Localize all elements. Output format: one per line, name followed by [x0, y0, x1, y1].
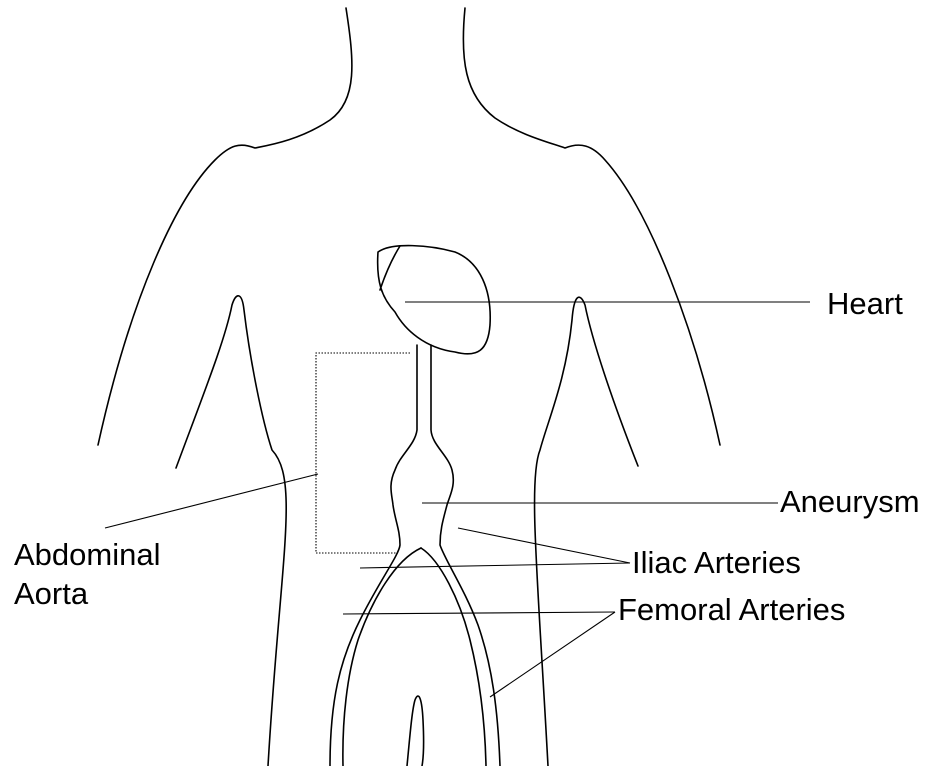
torso-inner-left-upper [176, 296, 286, 766]
iliac-right-inner [421, 548, 486, 766]
heart-inner-line [380, 246, 400, 290]
abdominal-aorta-label-line2: Aorta [14, 576, 88, 612]
abdominal-aorta-bracket [316, 353, 410, 553]
body-outline-right [463, 8, 720, 445]
heart-label: Heart [827, 286, 903, 322]
body-outline-left [98, 8, 352, 445]
aorta-left-wall [330, 345, 417, 766]
femoral-arteries-label: Femoral Arteries [618, 592, 845, 628]
iliac-arteries-label: Iliac Arteries [632, 545, 801, 581]
abdominal-aorta-label-line1: Abdominal [14, 537, 160, 573]
femoral-leader-upper [343, 612, 615, 614]
iliac-leader-upper [458, 528, 630, 563]
torso-inner-right-upper [535, 297, 638, 766]
heart-shape [378, 246, 491, 354]
crotch-line [407, 696, 424, 766]
aorta-right-wall [431, 345, 500, 766]
femoral-leader-lower [490, 612, 615, 697]
aneurysm-label: Aneurysm [780, 484, 920, 520]
